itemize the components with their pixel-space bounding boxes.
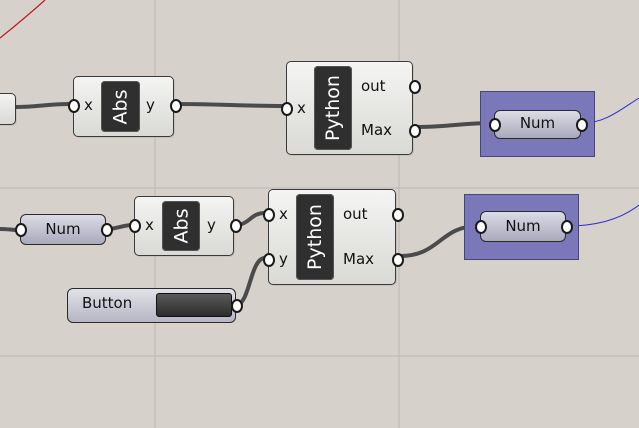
- python-input-y: y: [279, 250, 288, 268]
- num-label: Num: [519, 114, 556, 132]
- input-grip-x[interactable]: [281, 102, 293, 116]
- python-input-x: x: [279, 205, 288, 223]
- python-output-out: out: [343, 205, 368, 223]
- python-output-out: out: [361, 77, 386, 95]
- output-grip[interactable]: [101, 223, 113, 237]
- input-grip[interactable]: [489, 118, 501, 132]
- wire[interactable]: [235, 256, 266, 307]
- num-label: Num: [45, 220, 81, 238]
- output-grip[interactable]: [561, 220, 573, 234]
- python-input-x: x: [297, 99, 306, 117]
- input-grip-x[interactable]: [263, 208, 275, 222]
- wire[interactable]: [175, 102, 285, 108]
- output-grip[interactable]: [576, 118, 588, 132]
- num-param-2[interactable]: Num: [475, 211, 573, 242]
- abs-input-label: x: [145, 216, 154, 234]
- python-component-1[interactable]: x Python out Max: [281, 61, 421, 155]
- output-grip[interactable]: [170, 99, 182, 113]
- abs-input-label: x: [84, 96, 93, 114]
- wire[interactable]: [15, 102, 71, 109]
- button-component[interactable]: Button: [67, 288, 243, 323]
- abs-output-label: y: [207, 216, 216, 234]
- input-grip-y[interactable]: [263, 253, 275, 267]
- num-input-param[interactable]: Num: [15, 214, 113, 245]
- python-component-2[interactable]: x y Python out Max: [263, 189, 404, 285]
- python-name-label: Python: [314, 66, 352, 150]
- abs-name-label: Abs: [162, 201, 200, 251]
- selection-arc: [0, 0, 46, 39]
- button-face[interactable]: [156, 293, 232, 317]
- abs-component-1[interactable]: x Abs y: [68, 76, 182, 137]
- python-output-max: Max: [343, 250, 375, 268]
- abs-name-label: Abs: [101, 81, 140, 132]
- button-label: Button: [82, 294, 133, 312]
- output-grip-max[interactable]: [409, 124, 421, 138]
- num-label: Num: [505, 217, 541, 235]
- python-output-max: Max: [361, 121, 393, 139]
- abs-component-2[interactable]: x Abs y: [129, 196, 242, 256]
- input-grip[interactable]: [129, 219, 141, 233]
- num-param-1[interactable]: Num: [489, 110, 588, 139]
- output-grip-out[interactable]: [392, 208, 404, 222]
- output-grip[interactable]: [230, 219, 242, 233]
- python-name-label: Python: [296, 194, 334, 280]
- output-grip-max[interactable]: [392, 253, 404, 267]
- output-grip[interactable]: [231, 299, 243, 313]
- output-grip-out[interactable]: [409, 80, 421, 94]
- abs-output-label: y: [146, 96, 155, 114]
- input-grip[interactable]: [475, 220, 487, 234]
- partial-component[interactable]: [0, 93, 16, 125]
- input-grip[interactable]: [68, 99, 80, 113]
- input-grip[interactable]: [15, 223, 27, 237]
